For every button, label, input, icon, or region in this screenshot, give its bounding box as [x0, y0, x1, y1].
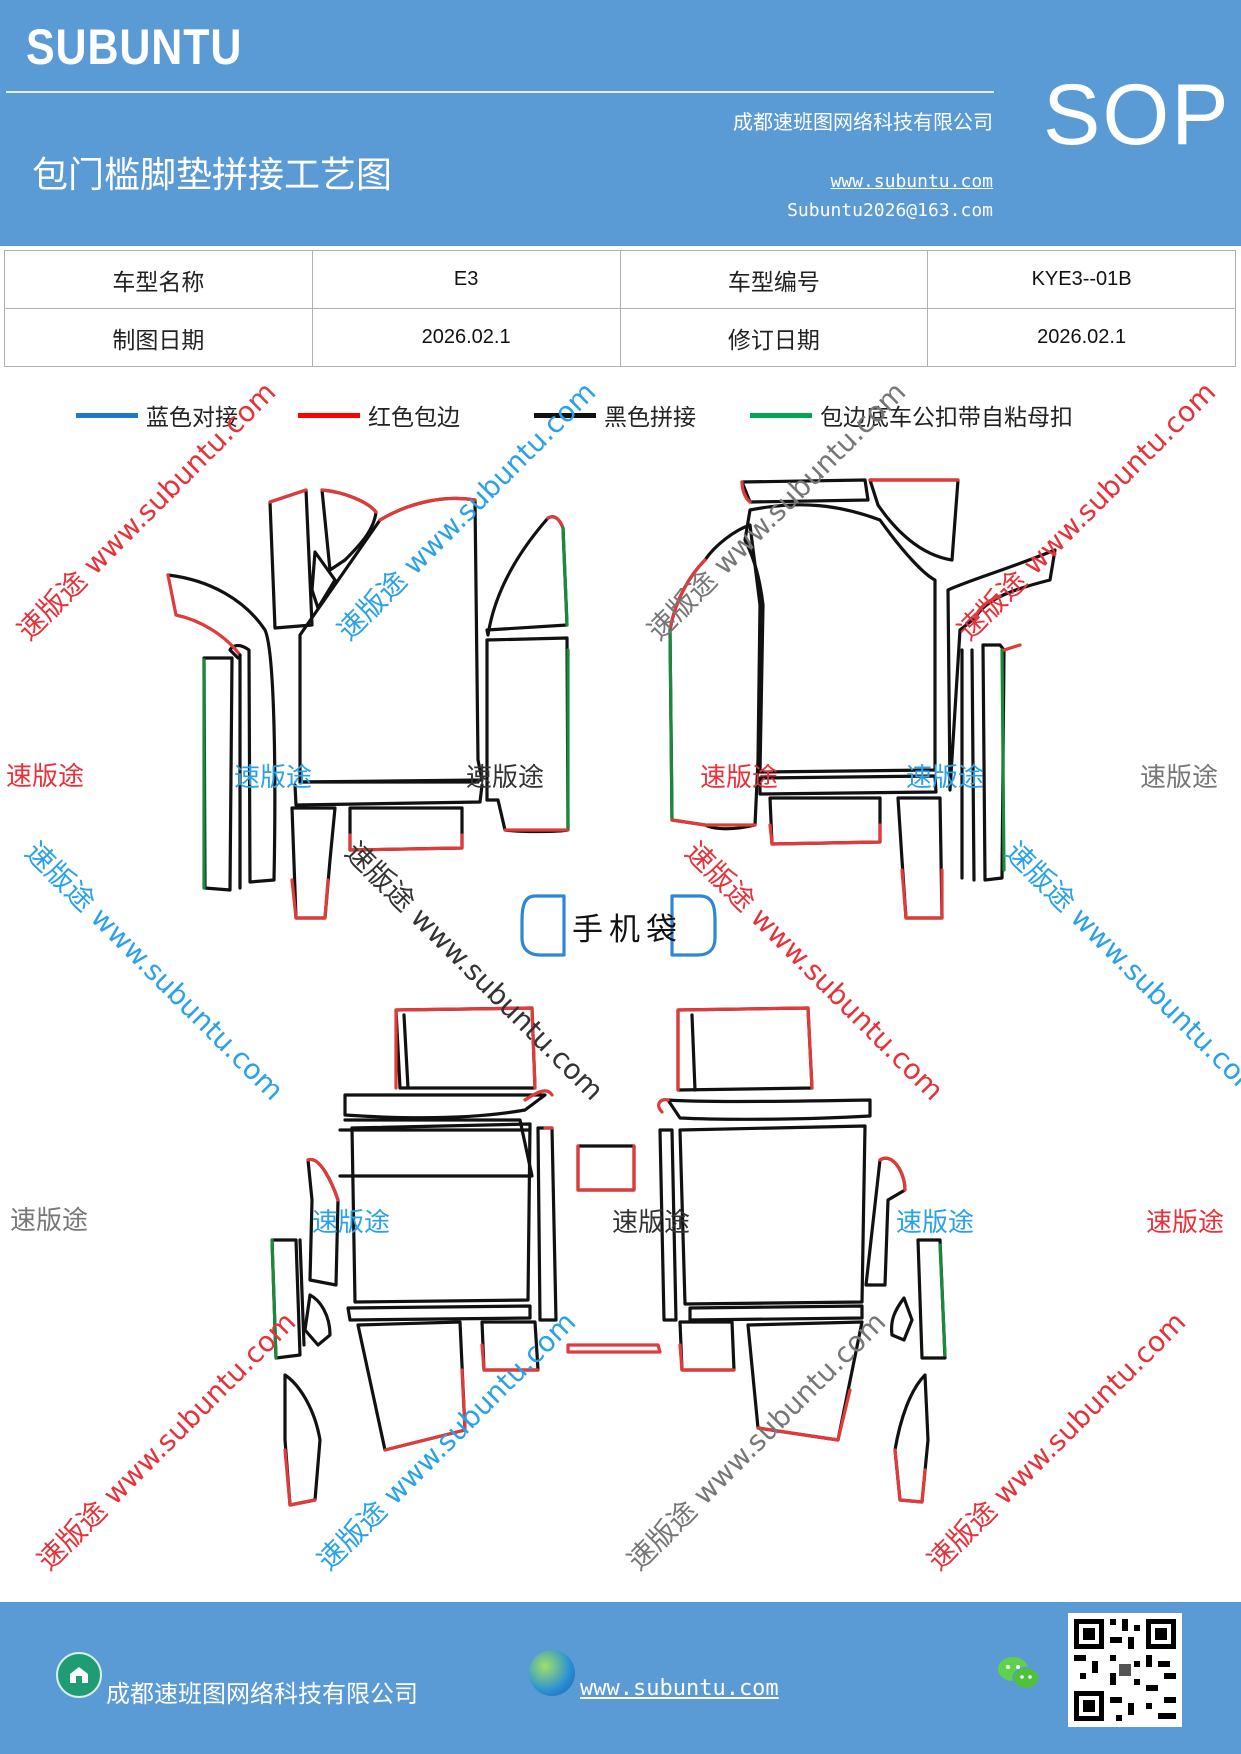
footer-company: 成都速班图网络科技有限公司	[106, 1680, 418, 1708]
phone-pocket	[520, 894, 717, 957]
legend-item-green: 包边底车公扣带自粘母扣	[750, 398, 1073, 432]
floor-mat-pattern-diagram: 手机袋	[166, 478, 1057, 1507]
watermark-text: 速版途	[906, 763, 985, 793]
watermark-text: 速版途	[612, 1208, 691, 1238]
legend-item-red: 红色包边	[298, 398, 460, 432]
model-name-value: E3	[311, 250, 621, 309]
company-icon	[56, 1652, 102, 1698]
header-company: 成都速班图网络科技有限公司	[733, 110, 993, 134]
revision-date-label: 修订日期	[619, 308, 929, 367]
watermark-text: 速版途	[312, 1208, 391, 1238]
watermark-text: 速版途	[234, 763, 313, 793]
table-row: 制图日期 2026.02.1 修订日期 2026.02.1	[4, 308, 1236, 367]
watermark-text: 速版途	[700, 763, 779, 793]
color-legend: 蓝色对接 红色包边 黑色拼接 包边底车公扣带自粘母扣	[0, 398, 1241, 438]
legend-swatch-blue	[76, 412, 138, 418]
wechat-icon[interactable]	[996, 1654, 1042, 1694]
sop-badge: SOP	[1043, 67, 1231, 163]
legend-label: 包边底车公扣带自粘母扣	[820, 405, 1073, 431]
qr-code	[1068, 1613, 1182, 1727]
legend-swatch-green	[750, 412, 812, 418]
watermark-text: 速版途	[466, 763, 545, 793]
pattern-front-right	[668, 478, 1057, 920]
legend-swatch-black	[534, 412, 596, 418]
watermark-text: 速版途	[1140, 763, 1219, 793]
legend-item-blue: 蓝色对接	[76, 398, 238, 432]
phone-pocket-label: 手机袋	[572, 912, 683, 948]
document-title: 包门槛脚垫拼接工艺图	[32, 155, 393, 196]
legend-item-black: 黑色拼接	[534, 398, 696, 432]
revision-date-value: 2026.02.1	[927, 308, 1236, 367]
watermark-text: 速版途	[896, 1208, 975, 1238]
legend-label: 黑色拼接	[604, 405, 696, 431]
watermark-text: 速版途	[10, 1206, 89, 1236]
footer-website-link[interactable]: www.subuntu.com	[580, 1676, 779, 1701]
header-banner: SUBUNTU 成都速班图网络科技有限公司 包门槛脚垫拼接工艺图 www.sub…	[0, 0, 1241, 246]
header-divider	[6, 91, 994, 93]
watermark-text: 速版途	[6, 762, 85, 792]
watermark-text: 速版途	[1146, 1208, 1225, 1238]
model-name-label: 车型名称	[4, 250, 313, 309]
header-email: Subuntu2026@163.com	[787, 200, 993, 221]
vehicle-info-table: 车型名称 E3 车型编号 KYE3--01B 制图日期 2026.02.1 修订…	[4, 250, 1236, 367]
globe-icon	[529, 1650, 575, 1696]
legend-label: 蓝色对接	[146, 405, 238, 431]
pattern-rear-left	[270, 1006, 662, 1507]
drawing-date-label: 制图日期	[4, 308, 313, 367]
pattern-rear-right	[657, 1006, 947, 1504]
model-code-value: KYE3--01B	[927, 250, 1236, 309]
header-website-link[interactable]: www.subuntu.com	[830, 171, 993, 192]
legend-label: 红色包边	[368, 405, 460, 431]
legend-swatch-red	[298, 412, 360, 418]
pattern-front-left	[166, 488, 570, 920]
footer-banner: 成都速班图网络科技有限公司 www.subuntu.com	[0, 1602, 1241, 1754]
drawing-date-value: 2026.02.1	[311, 308, 621, 367]
model-code-label: 车型编号	[619, 250, 929, 309]
brand-logo: SUBUNTU	[26, 19, 243, 75]
table-row: 车型名称 E3 车型编号 KYE3--01B	[4, 250, 1236, 309]
